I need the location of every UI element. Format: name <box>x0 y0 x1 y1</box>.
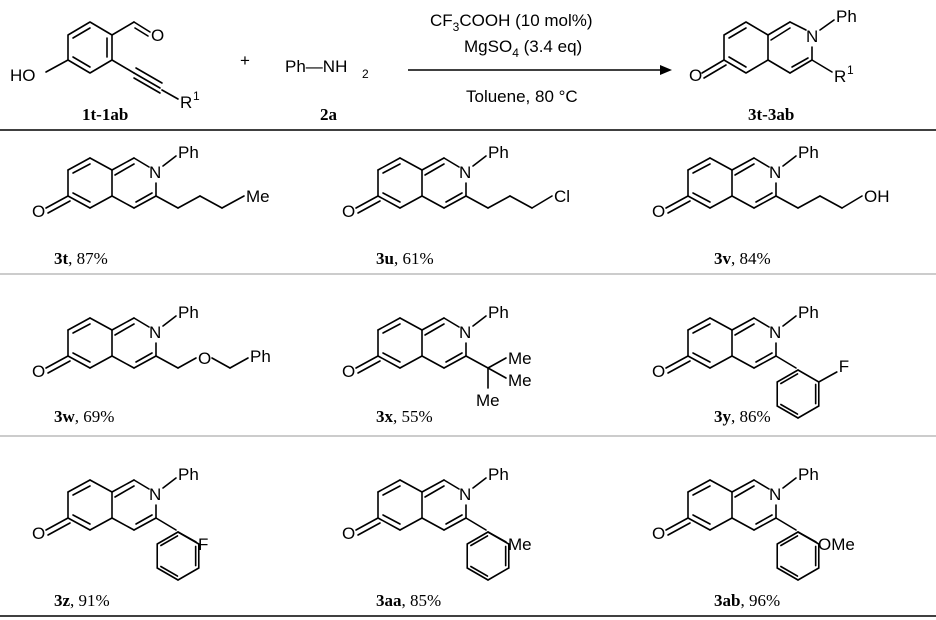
compound-label: 3v, 84% <box>714 249 771 268</box>
product-nitrogen: N <box>806 27 818 46</box>
product-r-superscript: 1 <box>847 63 854 77</box>
ring-nitrogen: N <box>769 163 781 182</box>
carbonyl-oxygen: O <box>342 202 355 221</box>
product-3y: O N PhF 3y, 86% <box>652 303 849 426</box>
sm2-label: 2a <box>320 105 338 124</box>
carbonyl-oxygen: O <box>652 202 665 221</box>
reaction-arrow: CF3COOH (10 mol%) MgSO4 (3.4 eq) Toluene… <box>408 11 672 106</box>
compound-yield: , 96% <box>740 591 780 610</box>
compound-yield: , 84% <box>731 249 771 268</box>
ring-nitrogen: N <box>459 323 471 342</box>
substituent-oxygen: O <box>198 349 211 368</box>
compound-yield: , 87% <box>68 249 108 268</box>
carbonyl-oxygen: O <box>32 524 45 543</box>
n-phenyl-label: Ph <box>488 143 509 162</box>
compound-id: 3ab <box>714 591 740 610</box>
n-phenyl-label: Ph <box>798 465 819 484</box>
sm1-r-superscript: 1 <box>193 89 200 103</box>
carbonyl-oxygen: O <box>32 202 45 221</box>
ring-nitrogen: N <box>459 163 471 182</box>
compound-yield: , 86% <box>731 407 771 426</box>
compound-label: 3t, 87% <box>54 249 108 268</box>
aniline-subscript: 2 <box>362 67 369 81</box>
compound-label: 3ab, 96% <box>714 591 780 610</box>
ring-nitrogen: N <box>459 485 471 504</box>
product-general: O N Ph R 1 3t-3ab <box>689 7 857 124</box>
product-oxygen: O <box>689 66 702 85</box>
compound-id: 3v <box>714 249 732 268</box>
substituent-phenyl: Ph <box>250 347 271 366</box>
product-r-group: R <box>834 67 846 86</box>
methyl-label: Me <box>508 349 532 368</box>
compound-label: 3x, 55% <box>376 407 433 426</box>
n-phenyl-label: Ph <box>178 143 199 162</box>
n-phenyl-label: Ph <box>178 303 199 322</box>
carbonyl-oxygen: O <box>652 524 665 543</box>
starting-material-1: O HO R 1 1t-1ab <box>10 21 200 124</box>
product-3z: O N PhF 3z, 91% <box>32 465 208 610</box>
carbonyl-oxygen: O <box>342 524 355 543</box>
sm1-aldehyde-oxygen: O <box>151 26 164 45</box>
sm1-label: 1t-1ab <box>82 105 128 124</box>
compound-label: 3aa, 85% <box>376 591 441 610</box>
plus-sign: + <box>240 51 250 70</box>
n-phenyl-label: Ph <box>178 465 199 484</box>
product-phenyl: Ph <box>836 7 857 26</box>
methyl-label: Me <box>476 391 500 410</box>
starting-material-2: Ph—NH 2 2a <box>285 57 369 124</box>
n-phenyl-label: Ph <box>488 303 509 322</box>
condition-additive: MgSO4 (3.4 eq) <box>464 37 582 60</box>
compound-yield: , 61% <box>394 249 434 268</box>
ring-nitrogen: N <box>769 323 781 342</box>
substituent-label: OH <box>864 187 890 206</box>
sm1-r-group: R <box>180 93 192 112</box>
aniline-formula: Ph—NH <box>285 57 347 76</box>
ring-nitrogen: N <box>769 485 781 504</box>
compound-label: 3w, 69% <box>54 407 114 426</box>
substituent-label: Me <box>508 535 532 554</box>
compound-id: 3u <box>376 249 394 268</box>
compound-yield: , 69% <box>75 407 115 426</box>
compound-id: 3aa <box>376 591 402 610</box>
compound-id: 3z <box>54 591 71 610</box>
compound-yield: , 91% <box>70 591 110 610</box>
carbonyl-oxygen: O <box>652 362 665 381</box>
substituent-label: F <box>198 535 208 554</box>
n-phenyl-label: Ph <box>798 143 819 162</box>
substituent-label: F <box>839 357 849 376</box>
carbonyl-oxygen: O <box>32 362 45 381</box>
ring-nitrogen: N <box>149 485 161 504</box>
substituent-label: OMe <box>818 535 855 554</box>
ring-nitrogen: N <box>149 323 161 342</box>
compound-id: 3w <box>54 407 76 426</box>
product-label: 3t-3ab <box>748 105 794 124</box>
ring-nitrogen: N <box>149 163 161 182</box>
substituent-label: Cl <box>554 187 570 206</box>
condition-solvent-temp: Toluene, 80 °C <box>466 87 578 106</box>
compound-id: 3t <box>54 249 69 268</box>
compound-label: 3u, 61% <box>376 249 434 268</box>
compound-id: 3x <box>376 407 394 426</box>
compound-id: 3y <box>714 407 732 426</box>
compound-label: 3y, 86% <box>714 407 771 426</box>
n-phenyl-label: Ph <box>488 465 509 484</box>
carbonyl-oxygen: O <box>342 362 355 381</box>
compound-yield: , 55% <box>393 407 433 426</box>
compound-label: 3z, 91% <box>54 591 110 610</box>
condition-catalyst: CF3COOH (10 mol%) <box>430 11 593 34</box>
n-phenyl-label: Ph <box>798 303 819 322</box>
methyl-label: Me <box>508 371 532 390</box>
sm1-hydroxyl-label: HO <box>10 66 36 85</box>
substituent-label: Me <box>246 187 270 206</box>
compound-yield: , 85% <box>402 591 442 610</box>
